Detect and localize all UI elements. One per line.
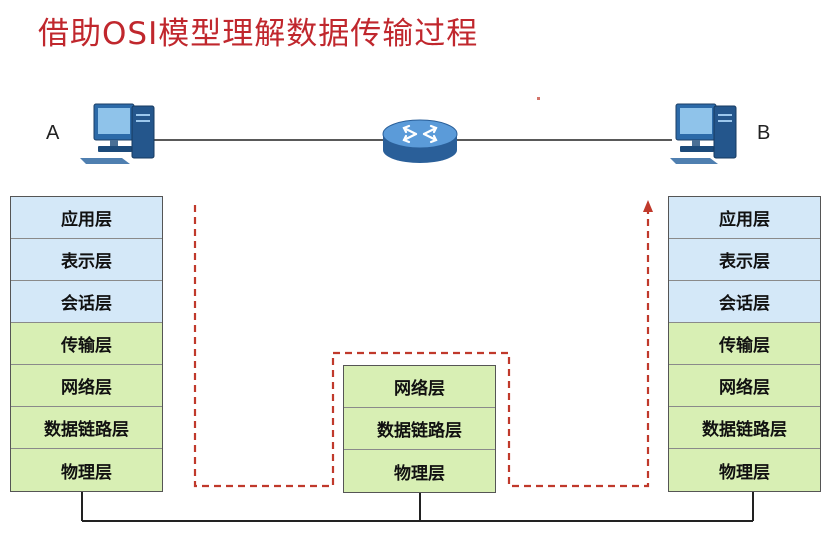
data-path (193, 205, 650, 488)
layer-physical: 物理层 (11, 449, 162, 491)
layer-transport: 传输层 (11, 323, 162, 365)
router-icon (382, 119, 458, 163)
layer-data-link: 数据链路层 (669, 407, 820, 449)
layer-network: 网络层 (11, 365, 162, 407)
layer-network: 网络层 (344, 366, 495, 408)
host-a-label: A (46, 122, 60, 144)
host-b-label: B (757, 122, 771, 144)
osi-stack-router: 网络层 数据链路层 物理层 (343, 365, 496, 493)
layer-physical: 物理层 (344, 450, 495, 492)
layer-application: 应用层 (669, 197, 820, 239)
layer-data-link: 数据链路层 (11, 407, 162, 449)
computer-b-icon (670, 103, 737, 164)
layer-session: 会话层 (669, 281, 820, 323)
slide-title: 借助OSI模型理解数据传输过程 (38, 16, 479, 52)
layer-network: 网络层 (669, 365, 820, 407)
osi-stack-b: 应用层 表示层 会话层 传输层 网络层 数据链路层 物理层 (668, 196, 821, 492)
layer-data-link: 数据链路层 (344, 408, 495, 450)
layer-session: 会话层 (11, 281, 162, 323)
computer-a-icon (80, 103, 155, 164)
osi-stack-a: 应用层 表示层 会话层 传输层 网络层 数据链路层 物理层 (10, 196, 163, 492)
layer-physical: 物理层 (669, 449, 820, 491)
layer-application: 应用层 (11, 197, 162, 239)
layer-presentation: 表示层 (669, 239, 820, 281)
layer-presentation: 表示层 (11, 239, 162, 281)
layer-transport: 传输层 (669, 323, 820, 365)
physical-link (81, 491, 754, 522)
data-path-arrow-icon (643, 200, 653, 212)
